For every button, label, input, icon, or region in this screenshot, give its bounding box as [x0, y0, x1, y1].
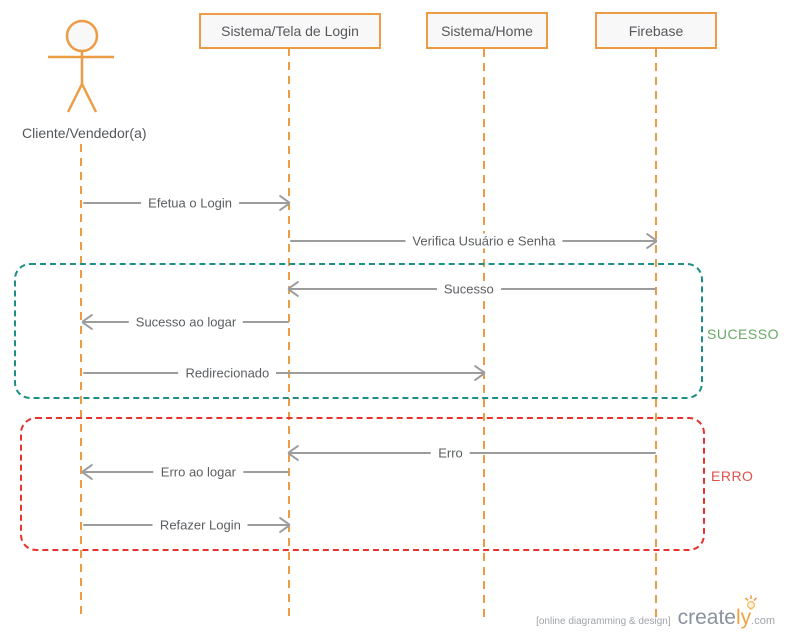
lifeline-tela-de-login: [288, 48, 290, 620]
message-label: Verifica Usuário e Senha: [405, 233, 563, 249]
message-verifica-usuario-e-senha: Verifica Usuário e Senha: [290, 231, 656, 251]
actor-stick-figure-icon: [48, 19, 114, 113]
actor-cliente-vendedor: Cliente/Vendedor(a): [22, 16, 147, 141]
message-sucesso: Sucesso: [289, 279, 656, 299]
watermark-tagline: [online diagramming & design]: [536, 616, 671, 627]
creately-watermark: [online diagramming & design] creately.c…: [536, 595, 775, 629]
message-label: Sucesso: [436, 281, 501, 297]
message-label: Erro ao logar: [153, 464, 243, 480]
message-sucesso-ao-logar: Sucesso ao logar: [83, 312, 289, 332]
message-label: Erro: [431, 445, 470, 461]
message-erro-ao-logar: Erro ao logar: [83, 462, 289, 482]
creately-logo-ly: ly: [735, 606, 752, 629]
message-line: [83, 372, 484, 374]
creately-logo: creately.com: [677, 595, 775, 629]
fragment-erro: [20, 417, 705, 551]
participant-label: Firebase: [628, 22, 684, 39]
participant-sistema-home: Sistema/Home: [426, 12, 548, 49]
lifeline-home: [483, 49, 485, 620]
creately-lightbulb-icon: [744, 595, 758, 610]
participant-label: Sistema/Home: [441, 22, 533, 39]
message-line: [289, 452, 656, 454]
lifeline-firebase: [655, 49, 657, 620]
message-label: Efetua o Login: [141, 195, 240, 211]
message-refazer-login: Refazer Login: [83, 515, 289, 535]
lifeline-cliente: [80, 144, 82, 620]
participant-firebase: Firebase: [595, 12, 717, 49]
participant-label: Sistema/Tela de Login: [221, 23, 359, 39]
participant-sistema-tela-de-login: Sistema/Tela de Login: [199, 13, 381, 49]
creately-logo-com: .com: [751, 615, 775, 627]
fragment-sucesso-label: SUCESSO: [707, 326, 779, 342]
message-efetua-o-login: Efetua o Login: [83, 193, 289, 213]
actor-label: Cliente/Vendedor(a): [22, 125, 147, 141]
message-redirecionado: Redirecionado: [83, 363, 484, 383]
fragment-erro-label: ERRO: [711, 468, 754, 484]
message-erro: Erro: [289, 443, 656, 463]
message-label: Sucesso ao logar: [128, 314, 244, 330]
fragment-sucesso: [14, 263, 703, 399]
message-label: Refazer Login: [152, 517, 248, 533]
message-label: Redirecionado: [178, 365, 277, 381]
creately-logo-create: create: [677, 606, 736, 629]
